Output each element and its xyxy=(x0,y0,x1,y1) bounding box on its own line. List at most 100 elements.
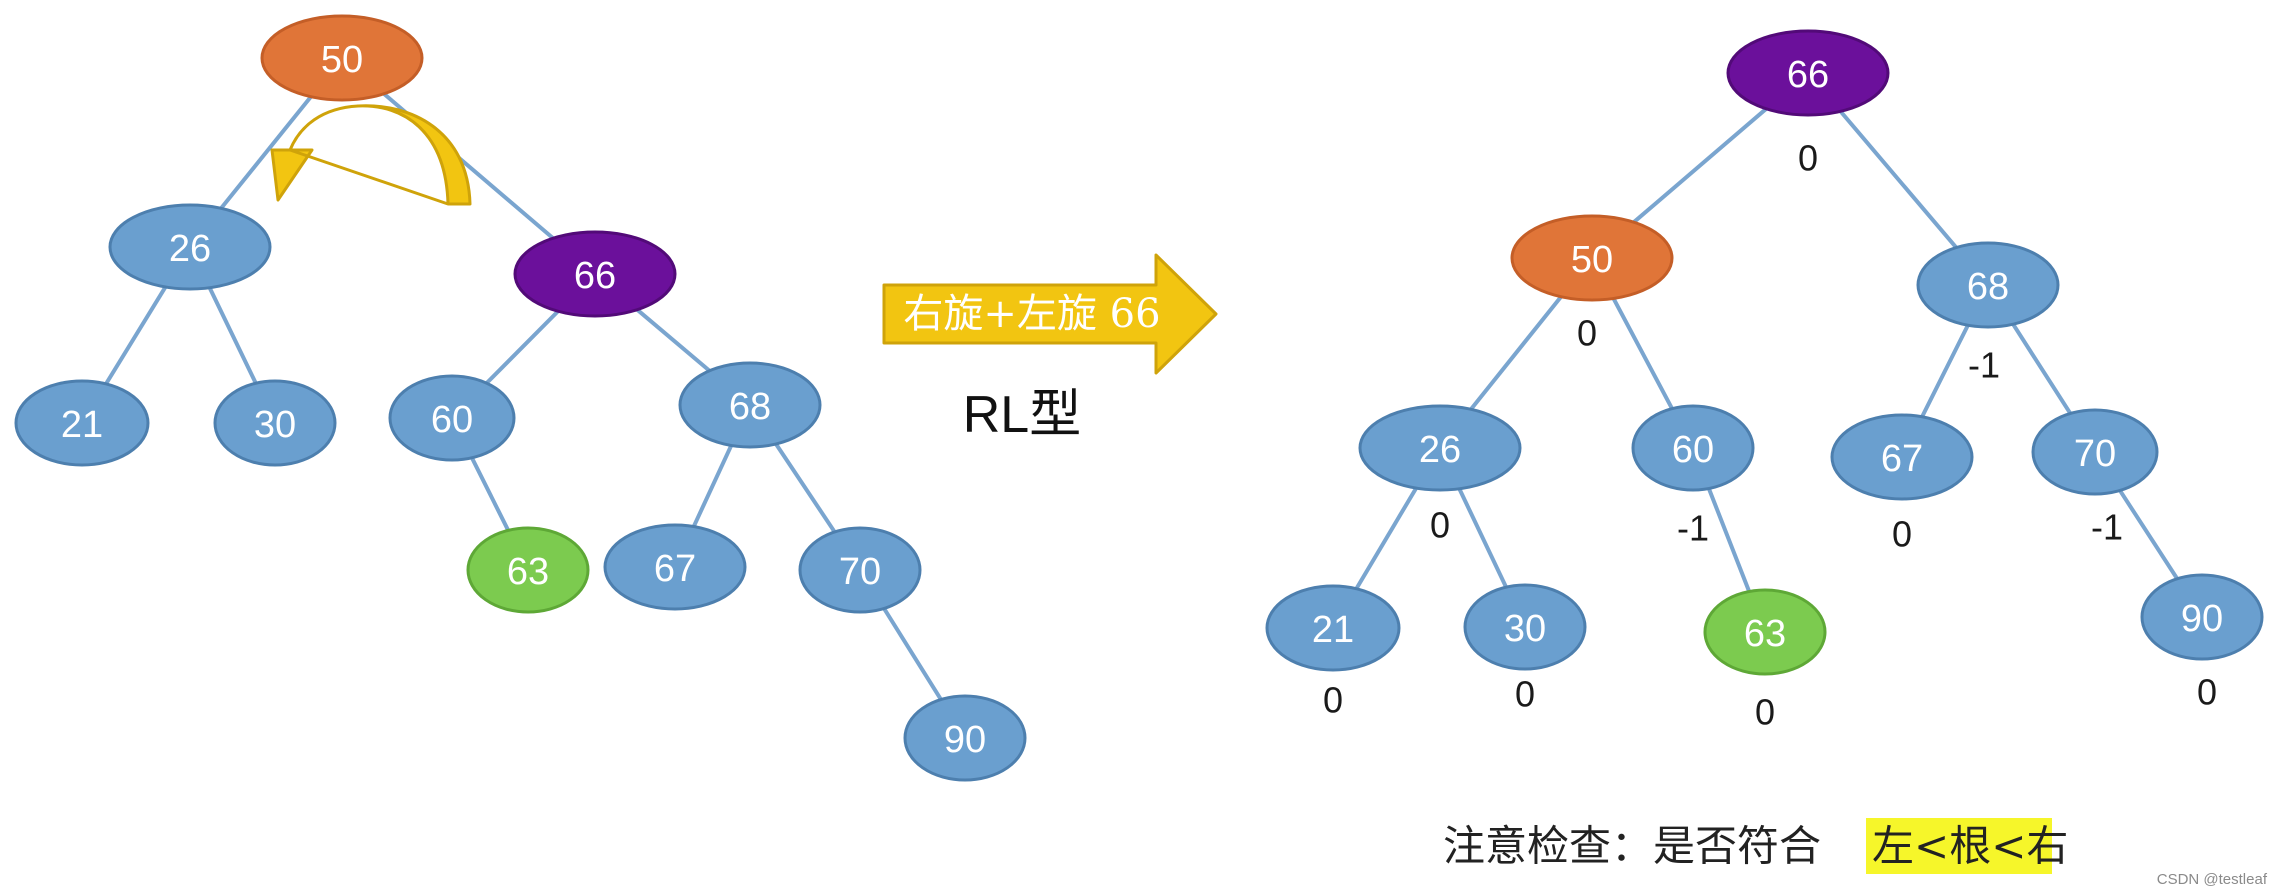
before-edge-68-70 xyxy=(774,442,837,534)
before-node-shape-67 xyxy=(603,523,747,611)
before-node-label-67: 67 xyxy=(654,548,696,590)
before-node-30: 30 xyxy=(213,379,337,467)
after-edge-50-26 xyxy=(1469,295,1563,411)
after-node-63: 63 xyxy=(1703,588,1827,676)
after-edge-70-90 xyxy=(2118,489,2179,580)
after-node-shape-21 xyxy=(1265,584,1401,672)
before-node-50: 50 xyxy=(260,14,424,102)
before-node-68: 68 xyxy=(678,361,822,449)
after-edge-50-60 xyxy=(1611,297,1674,410)
after-balance-factor-68: -1 xyxy=(1968,345,2000,386)
before-node-label-26: 26 xyxy=(169,228,211,270)
before-edge-26-30 xyxy=(207,286,258,385)
credit-watermark: CSDN @testleaf xyxy=(2156,871,2267,888)
transition-arrow: 右旋+左旋 66 xyxy=(882,253,1218,375)
before-node-shape-50 xyxy=(260,14,424,102)
after-node-30: 30 xyxy=(1463,583,1587,671)
after-node-21: 21 xyxy=(1265,584,1401,672)
before-node-label-50: 50 xyxy=(321,39,363,81)
after-balance-factor-50: 0 xyxy=(1577,313,1597,354)
before-node-shape-66 xyxy=(513,230,677,318)
after-node-label-63: 63 xyxy=(1744,613,1786,655)
rotation-type-label: RL型 xyxy=(963,386,1081,444)
before-node-shape-30 xyxy=(213,379,337,467)
after-balance-factor-63: 0 xyxy=(1755,692,1775,733)
transition-arrow-label: 右旋+左旋 66 xyxy=(903,291,1160,337)
after-node-shape-90 xyxy=(2140,573,2264,661)
after-edge-68-70 xyxy=(2011,323,2072,415)
after-node-50: 50 xyxy=(1510,214,1674,302)
before-node-label-60: 60 xyxy=(431,399,473,441)
after-node-68: 68 xyxy=(1916,241,2060,329)
after-balance-factor-26: 0 xyxy=(1430,505,1450,546)
after-node-26: 26 xyxy=(1358,404,1522,492)
before-edge-26-21 xyxy=(104,285,168,385)
after-node-shape-68 xyxy=(1916,241,2060,329)
after-node-shape-67 xyxy=(1830,413,1974,501)
before-node-60: 60 xyxy=(388,374,516,462)
before-node-63: 63 xyxy=(466,526,590,614)
after-node-shape-50 xyxy=(1510,214,1674,302)
after-node-60: 60 xyxy=(1631,404,1755,492)
edges-layer xyxy=(104,92,2179,701)
before-edge-66-60 xyxy=(485,309,560,385)
before-node-shape-60 xyxy=(388,374,516,462)
before-node-shape-21 xyxy=(14,379,150,467)
before-node-shape-63 xyxy=(466,526,590,614)
after-node-66: 66 xyxy=(1726,29,1890,117)
after-balance-factor-67: 0 xyxy=(1892,514,1912,555)
after-edge-66-50 xyxy=(1632,107,1768,224)
rotation-curved-arrow-icon xyxy=(270,104,472,206)
after-node-shape-70 xyxy=(2031,408,2159,496)
after-node-67: 67 xyxy=(1830,413,1974,501)
after-balance-factor-30: 0 xyxy=(1515,674,1535,715)
before-edge-70-90 xyxy=(882,607,943,701)
after-balance-factor-66: 0 xyxy=(1798,138,1818,179)
after-edge-66-68 xyxy=(1839,110,1958,249)
after-node-shape-30 xyxy=(1463,583,1587,671)
after-node-label-66: 66 xyxy=(1787,54,1829,96)
before-node-shape-26 xyxy=(108,203,272,291)
before-node-21: 21 xyxy=(14,379,150,467)
after-edge-68-67 xyxy=(1920,324,1970,418)
after-node-shape-63 xyxy=(1703,588,1827,676)
after-node-shape-26 xyxy=(1358,404,1522,492)
before-node-label-63: 63 xyxy=(507,551,549,593)
before-edge-66-68 xyxy=(635,308,711,373)
before-node-label-21: 21 xyxy=(61,404,103,446)
before-edge-68-67 xyxy=(691,444,734,528)
after-node-shape-60 xyxy=(1631,404,1755,492)
before-node-shape-68 xyxy=(678,361,822,449)
note-highlight-box xyxy=(1866,818,2052,874)
note-highlighted-rule: 左<根<右 xyxy=(1872,822,2068,871)
after-node-label-70: 70 xyxy=(2074,433,2116,475)
before-node-label-70: 70 xyxy=(839,551,881,593)
after-balance-factor-21: 0 xyxy=(1323,680,1343,721)
after-node-shape-66 xyxy=(1726,29,1890,117)
after-node-label-60: 60 xyxy=(1672,429,1714,471)
before-node-label-66: 66 xyxy=(574,255,616,297)
after-node-label-68: 68 xyxy=(1967,266,2009,308)
after-node-label-90: 90 xyxy=(2181,598,2223,640)
before-node-label-68: 68 xyxy=(729,386,771,428)
before-node-shape-70 xyxy=(798,526,922,614)
before-node-26: 26 xyxy=(108,203,272,291)
after-balance-factor-60: -1 xyxy=(1677,508,1709,549)
before-node-label-90: 90 xyxy=(944,719,986,761)
after-node-70: 70 xyxy=(2031,408,2159,496)
after-edge-26-30 xyxy=(1457,487,1508,589)
after-edge-60-63 xyxy=(1706,487,1752,593)
before-node-shape-90 xyxy=(903,694,1027,782)
after-node-label-50: 50 xyxy=(1571,239,1613,281)
after-node-90: 90 xyxy=(2140,573,2264,661)
before-edge-50-26 xyxy=(219,95,313,210)
after-balance-factor-90: 0 xyxy=(2197,672,2217,713)
nodes-layer: 50 26 66 21 30 60 68 63 67 70 90 66 50 68 26 60 67 70 21 30… xyxy=(14,14,2264,782)
before-node-70: 70 xyxy=(798,526,922,614)
before-node-90: 90 xyxy=(903,694,1027,782)
note-prefix-text: 注意检查：是否符合 xyxy=(1443,822,1821,871)
after-edge-26-21 xyxy=(1354,487,1418,590)
after-node-label-21: 21 xyxy=(1312,609,1354,651)
